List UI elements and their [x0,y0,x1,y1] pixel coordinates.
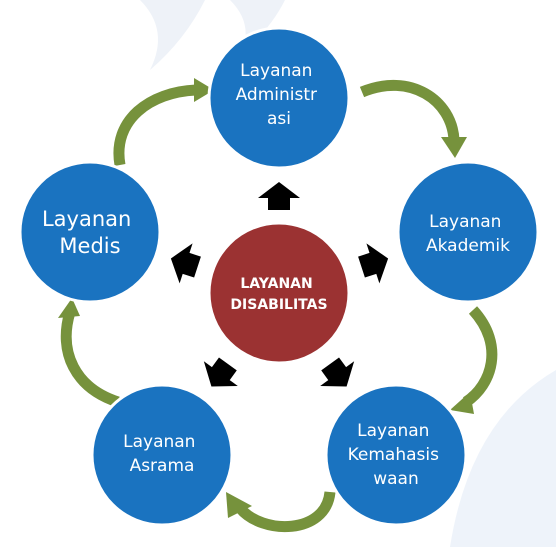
svg-text:Layanan Akademik: Layanan Akademik [426,212,510,256]
node-administrasi: Layanan Administr asi [207,26,351,170]
svg-text:Layanan Asrama: Layanan Asrama [123,432,201,476]
svg-text:LAYANAN DISABILITAS: LAYANAN DISABILITAS [230,276,327,313]
center-node-disabilitas: LAYANAN DISABILITAS [207,221,351,365]
node-akademik: Layanan Akademik [396,160,540,304]
svg-text:Layanan Kemahasis: Layanan Kemahasis waan [348,421,445,489]
spoke-arrow-right-icon [358,243,389,284]
spoke-arrow-up-icon [258,182,300,210]
spoke-arrows [170,182,389,387]
cycle-arrow-kemahasiswaan-to-asrama [226,490,336,533]
background-decoration [140,0,556,547]
spoke-arrow-lower-left-icon [203,357,238,387]
cycle-arrow-asrama-to-medis [58,298,120,408]
node-medis: Layanan Medis [18,160,162,304]
cycle-arrow-akademik-to-kemahasiswaan [450,306,498,414]
cycle-arrow-medis-to-admin [113,78,214,166]
node-kemahasiswaan: Layanan Kemahasis waan [324,383,468,527]
spoke-arrow-lower-right-icon [320,357,355,387]
cycle-arrows [58,78,498,533]
cycle-arrow-admin-to-akademik [359,79,467,158]
svg-text:Layanan Administr: Layanan Administr asi [236,61,323,129]
spoke-arrow-left-icon [170,243,201,284]
node-asrama: Layanan Asrama [90,383,234,527]
svg-text:Layanan Medis: Layanan Medis [42,207,138,258]
